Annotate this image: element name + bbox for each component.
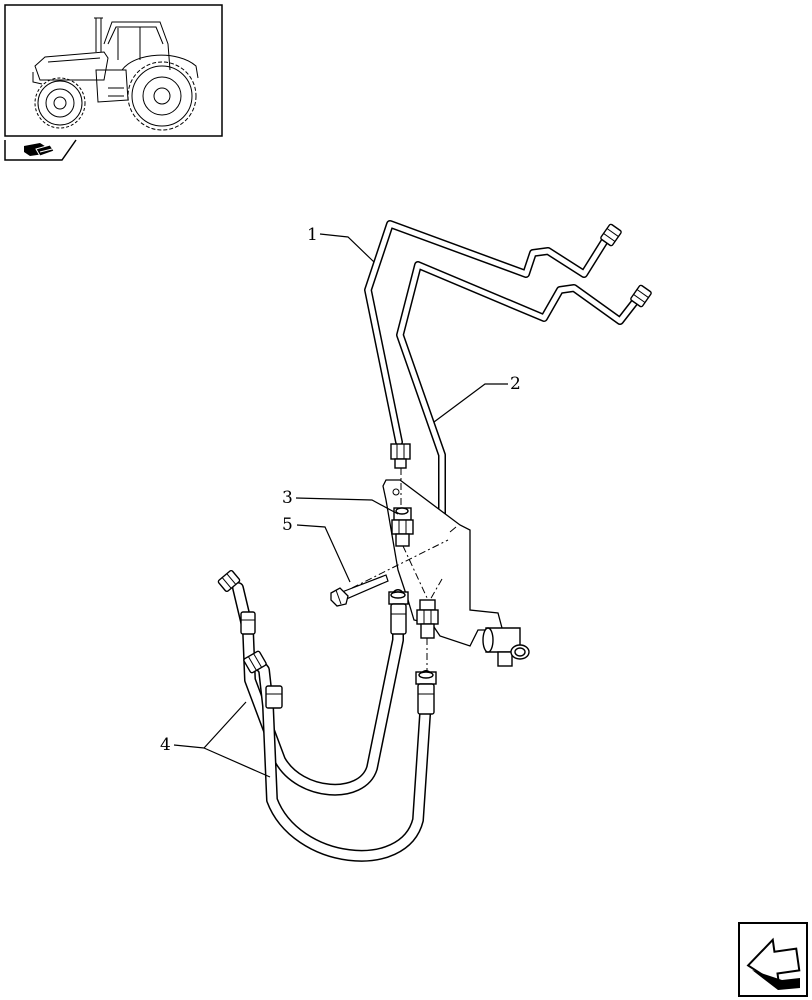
- bolt-5: [330, 574, 389, 607]
- callout-2: 2: [510, 374, 521, 394]
- hydraulic-hose-b: [250, 654, 432, 862]
- adapter-lower: [416, 599, 439, 639]
- section-book-icon: [24, 143, 55, 157]
- pipe-end-nut-lower: [630, 284, 652, 308]
- leader-lines: [173, 233, 508, 778]
- hose-fitting: [217, 569, 437, 715]
- callout-4: 4: [160, 735, 171, 755]
- callout-3: 3: [282, 488, 293, 508]
- rigid-pipe-1: [364, 220, 608, 446]
- rigid-pipe-2: [396, 261, 638, 559]
- callout-5: 5: [282, 515, 293, 535]
- pipe-fitting-1: [390, 443, 411, 469]
- section-tab: [4, 139, 77, 161]
- pipe-end-nut-upper: [600, 223, 622, 247]
- assembly-centerlines: [351, 468, 449, 672]
- next-page-arrow-icon[interactable]: [738, 922, 808, 997]
- callout-1: 1: [307, 225, 318, 245]
- hydraulic-hose-a: [232, 582, 404, 796]
- tractor-thumbnail: [4, 4, 223, 137]
- adapter-3: [391, 507, 414, 547]
